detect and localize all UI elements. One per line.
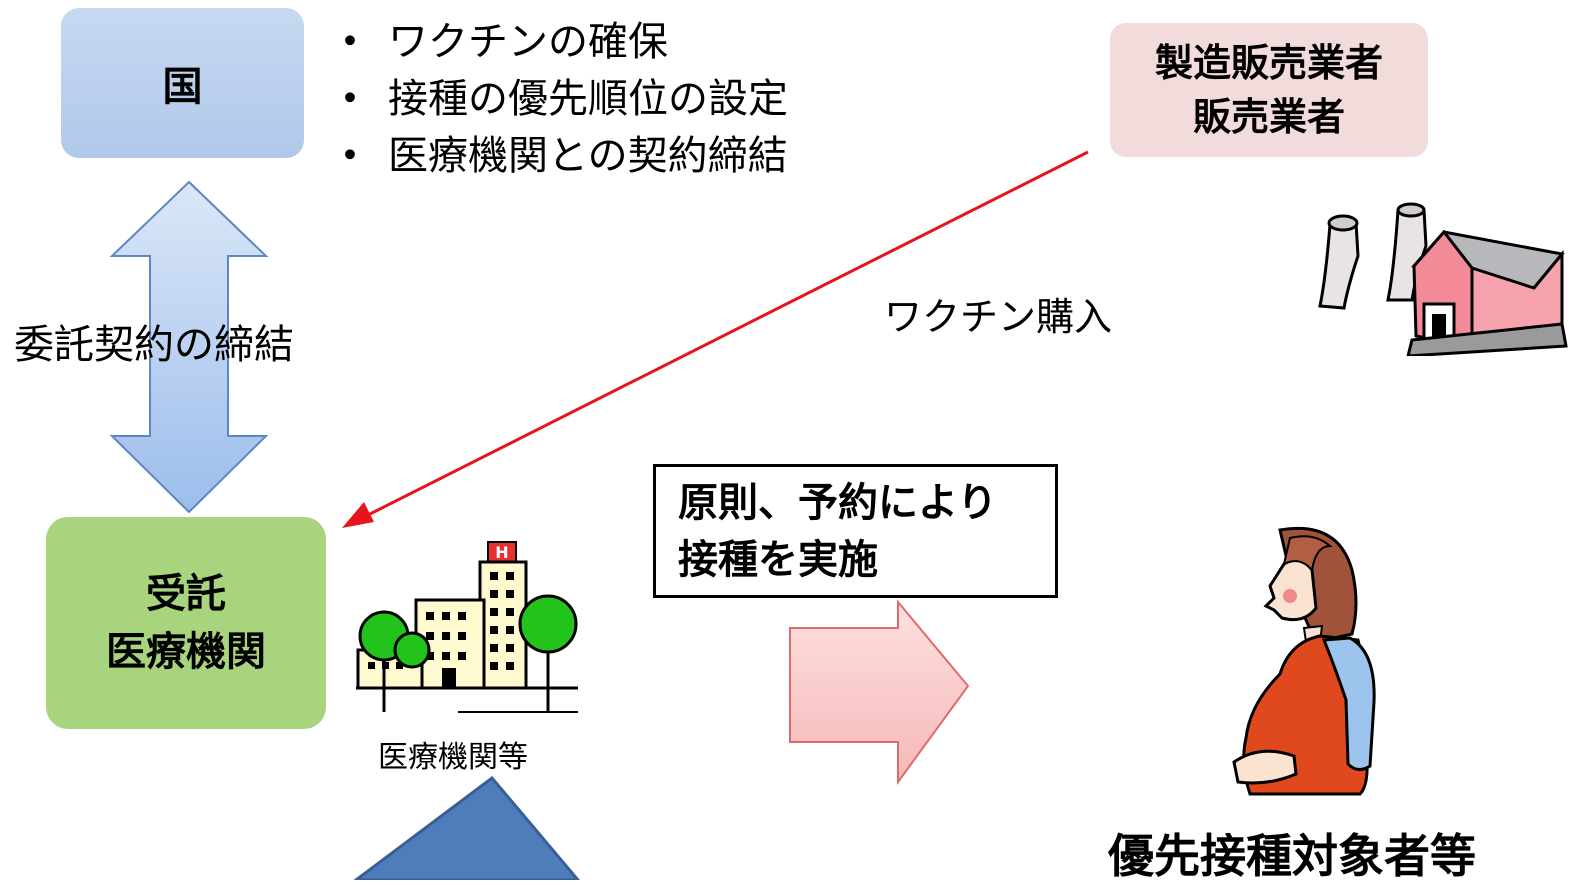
bullet-marker: ・	[330, 133, 370, 179]
list-item: ・ 接種の優先順位の設定	[330, 71, 788, 128]
priority-target-label: 優先接種対象者等	[1108, 829, 1476, 883]
bullet-marker: ・	[330, 76, 370, 122]
list-item: ・ ワクチンの確保	[330, 14, 788, 71]
bullet-text: 医療機関との契約締結	[388, 133, 788, 179]
reservation-note-line-1: 原則、予約により	[678, 480, 998, 526]
bullet-text: 接種の優先順位の設定	[388, 76, 788, 122]
reservation-note-box: 原則、予約により 接種を実施	[653, 464, 1058, 598]
bottom-triangle-shape	[354, 776, 580, 880]
itaku-label-2: 医療機関	[106, 629, 266, 675]
maker-box: 製造販売業者 販売業者	[1110, 23, 1428, 157]
pregnant-woman-icon	[1232, 526, 1376, 796]
maker-label-1: 製造販売業者	[1154, 41, 1383, 85]
maker-label-2: 販売業者	[1192, 95, 1345, 139]
vaccination-right-arrow	[789, 599, 970, 786]
responsibility-list: ・ ワクチンの確保 ・ 接種の優先順位の設定 ・ 医療機関との契約締結	[330, 14, 788, 185]
list-item: ・ 医療機関との契約締結	[330, 128, 788, 185]
itaku-label-1: 受託	[146, 571, 226, 617]
bullet-marker: ・	[330, 19, 370, 65]
hospital-sign: H	[495, 543, 508, 562]
contract-double-arrow	[109, 180, 269, 514]
contract-label: 委託契約の締結	[14, 322, 294, 368]
itaku-box: 受託 医療機関	[46, 517, 326, 729]
kuni-box: 国	[61, 8, 304, 158]
kuni-label: 国	[162, 64, 203, 110]
purchase-label: ワクチン購入	[884, 295, 1113, 339]
reservation-note-line-2: 接種を実施	[678, 537, 878, 583]
factory-icon	[1318, 202, 1568, 356]
hospital-icon: H	[356, 541, 578, 713]
hospital-caption: 医療機関等	[378, 740, 528, 775]
bullet-text: ワクチンの確保	[388, 19, 668, 65]
purchase-arrow	[342, 150, 1089, 528]
